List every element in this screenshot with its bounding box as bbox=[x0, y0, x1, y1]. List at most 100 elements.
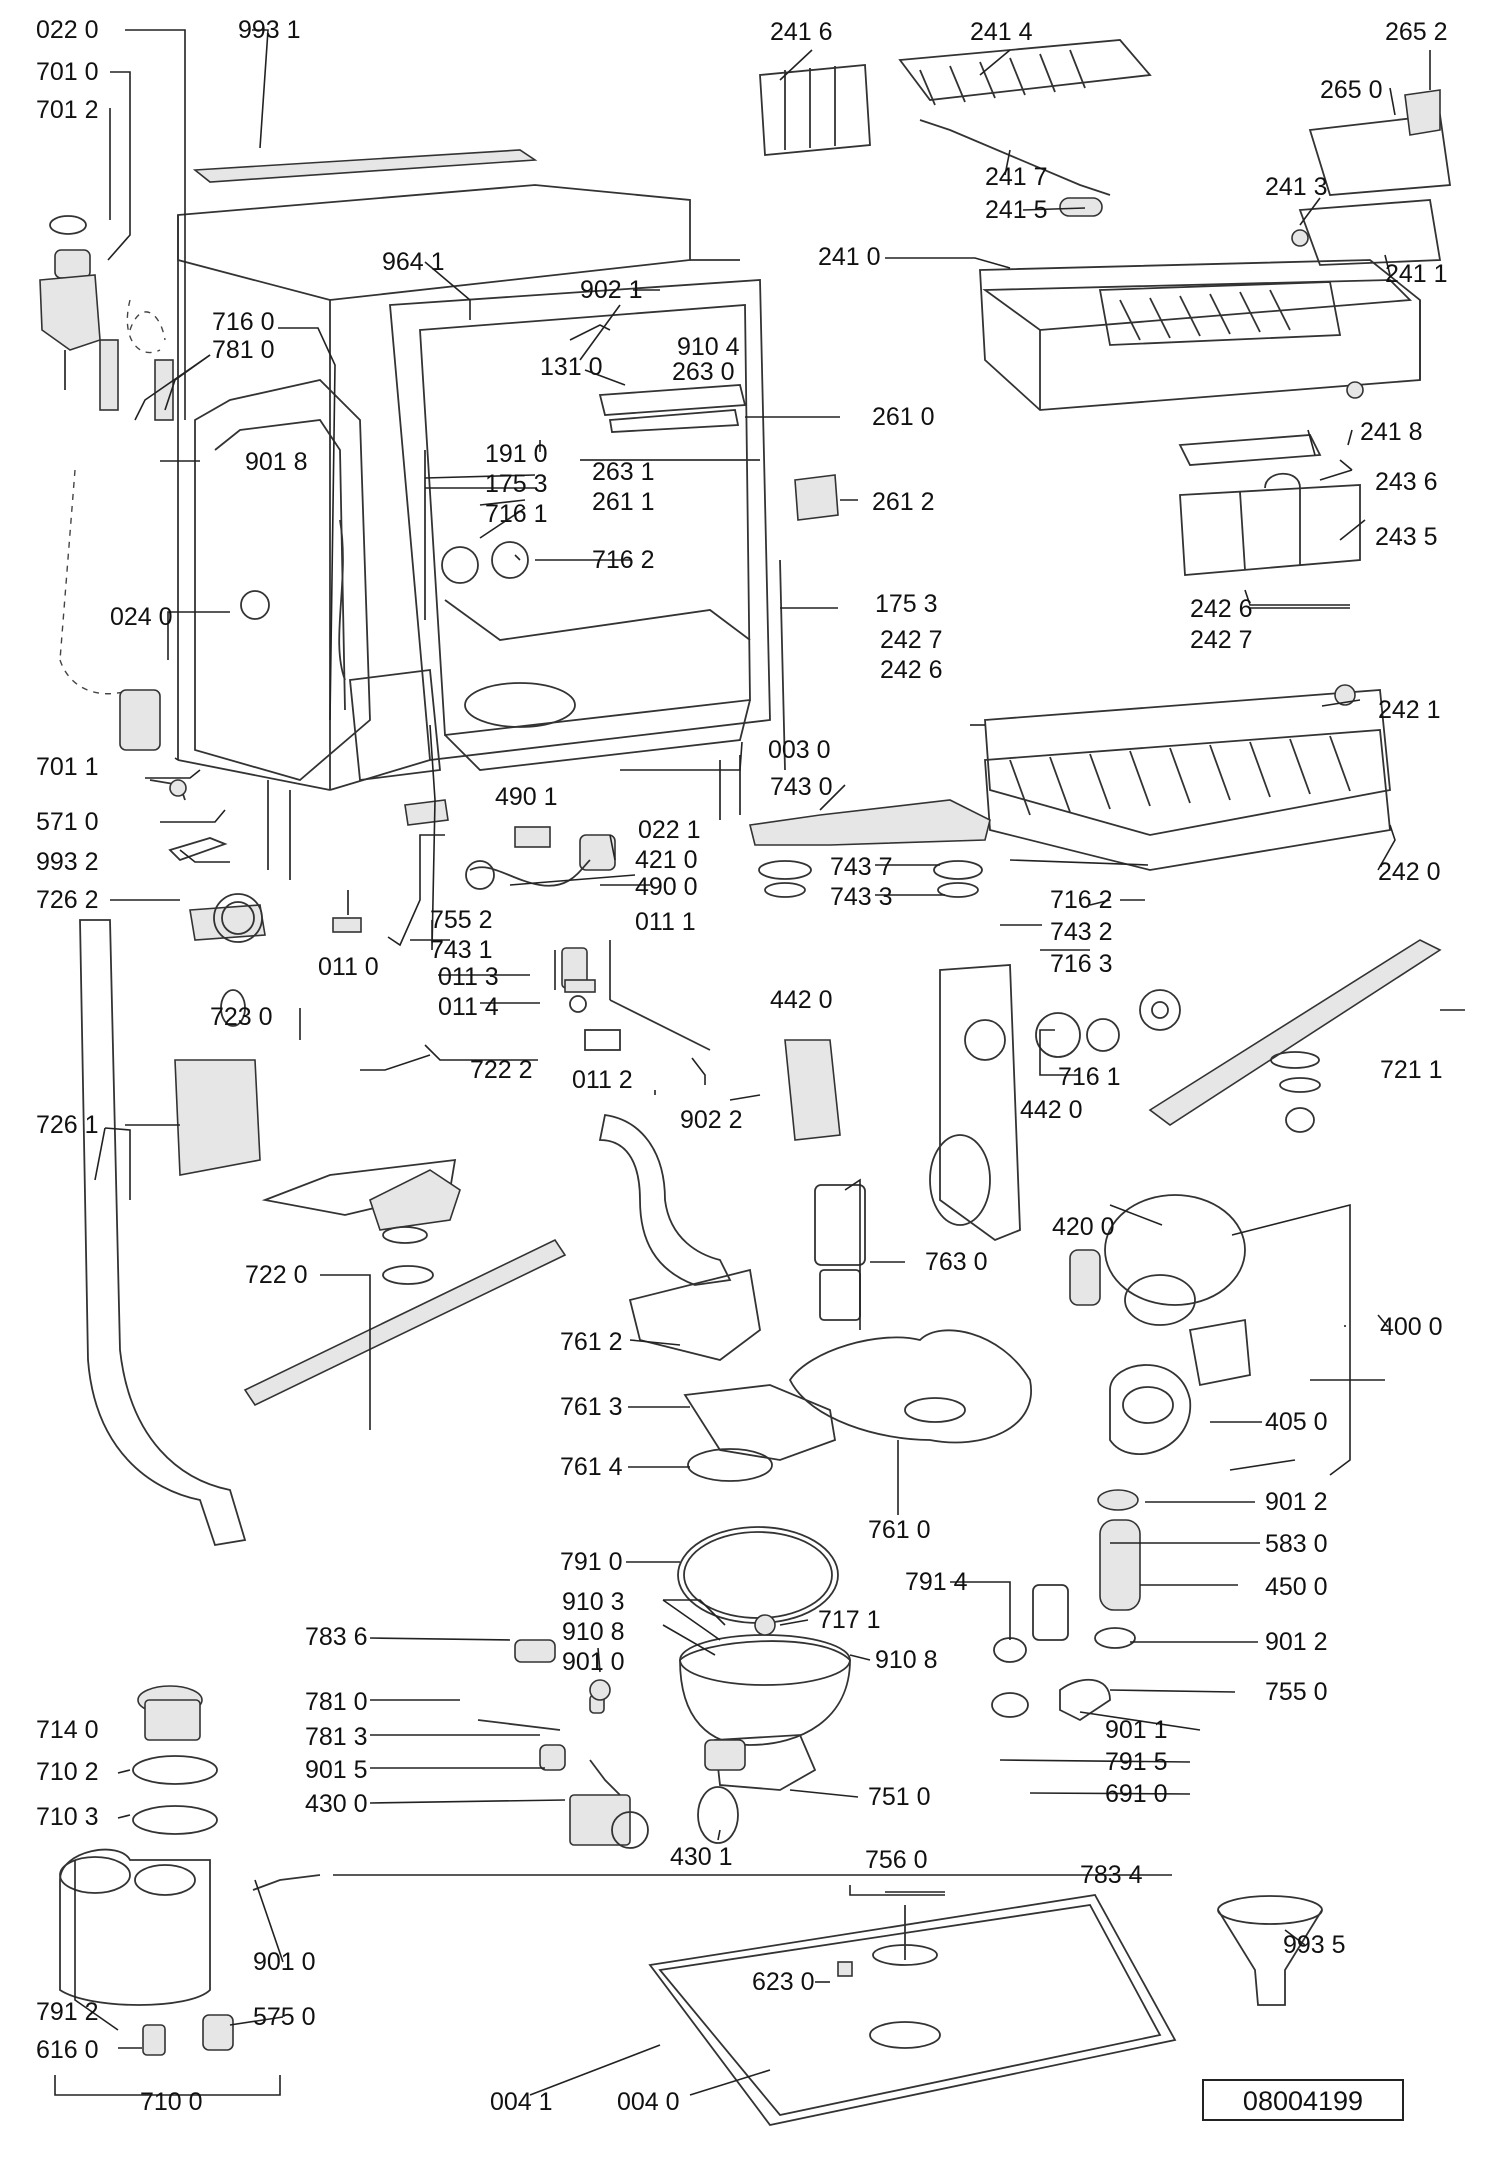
label-261-1: 261 1 bbox=[592, 488, 655, 516]
upper-spray-arm bbox=[749, 799, 1021, 1242]
label-241-7: 241 7 bbox=[985, 163, 1048, 191]
label-901-1: 901 1 bbox=[1105, 1716, 1168, 1744]
label-751-0: 751 0 bbox=[868, 1783, 931, 1811]
label-241-8: 241 8 bbox=[1360, 418, 1423, 446]
top-cover-strip bbox=[192, 149, 538, 183]
label-420-0: 420 0 bbox=[1052, 1213, 1115, 1241]
label-716-2-b: 716 2 bbox=[1050, 886, 1113, 914]
label-265-2: 265 2 bbox=[1385, 18, 1448, 46]
label-714-0: 714 0 bbox=[36, 1716, 99, 1744]
callout-labels: 022 0 993 1 241 6 241 4 265 2 701 0 701 … bbox=[36, 16, 1448, 2116]
label-755-0: 755 0 bbox=[1265, 1678, 1328, 1706]
label-261-0: 261 0 bbox=[872, 403, 935, 431]
label-400-0: 400 0 bbox=[1380, 1313, 1443, 1341]
dispenser-assembly bbox=[39, 215, 186, 801]
label-011-1: 011 1 bbox=[635, 908, 696, 936]
label-265-0: 265 0 bbox=[1320, 76, 1383, 104]
label-004-0: 004 0 bbox=[617, 2088, 680, 2116]
label-242-6-a: 242 6 bbox=[1190, 595, 1253, 623]
label-242-1: 242 1 bbox=[1378, 696, 1441, 724]
label-024-0: 024 0 bbox=[110, 603, 173, 631]
tub-cabinet bbox=[177, 184, 839, 880]
label-701-1: 701 1 bbox=[36, 753, 99, 781]
upper-basket bbox=[979, 259, 1421, 411]
circulation-pipes bbox=[598, 1113, 761, 1361]
lower-spray-arm bbox=[1035, 939, 1442, 1133]
label-901-5: 901 5 bbox=[305, 1756, 368, 1784]
label-743-3: 743 3 bbox=[830, 883, 893, 911]
label-175-3-a: 175 3 bbox=[485, 470, 548, 498]
label-756-0: 756 0 bbox=[865, 1846, 928, 1874]
label-791-0: 791 0 bbox=[560, 1548, 623, 1576]
label-902-2: 902 2 bbox=[680, 1106, 743, 1134]
label-691-0: 691 0 bbox=[1105, 1780, 1168, 1808]
label-011-3: 011 3 bbox=[438, 963, 499, 991]
label-011-0: 011 0 bbox=[318, 953, 379, 981]
feed-connectors bbox=[477, 1639, 611, 1731]
label-710-0: 710 0 bbox=[140, 2088, 203, 2116]
label-430-1: 430 1 bbox=[670, 1843, 733, 1871]
label-901-2-b: 901 2 bbox=[1265, 1628, 1328, 1656]
label-022-1: 022 1 bbox=[638, 816, 701, 844]
label-726-1: 726 1 bbox=[36, 1111, 99, 1139]
label-993-1: 993 1 bbox=[238, 16, 301, 44]
label-902-1: 902 1 bbox=[580, 276, 643, 304]
label-910-8-a: 910 8 bbox=[562, 1618, 625, 1646]
label-761-0: 761 0 bbox=[868, 1516, 931, 1544]
label-243-5: 243 5 bbox=[1375, 523, 1438, 551]
label-261-2: 261 2 bbox=[872, 488, 935, 516]
label-716-2-a: 716 2 bbox=[592, 546, 655, 574]
label-710-2: 710 2 bbox=[36, 1758, 99, 1786]
label-761-3: 761 3 bbox=[560, 1393, 623, 1421]
label-743-0: 743 0 bbox=[770, 773, 833, 801]
label-901-0-a: 901 0 bbox=[562, 1648, 625, 1676]
label-011-2: 011 2 bbox=[572, 1066, 633, 1094]
label-726-2: 726 2 bbox=[36, 886, 99, 914]
label-623-0: 623 0 bbox=[752, 1968, 815, 1996]
label-755-2: 755 2 bbox=[430, 906, 493, 934]
label-743-2: 743 2 bbox=[1050, 918, 1113, 946]
label-241-0: 241 0 bbox=[818, 243, 881, 271]
label-723-0: 723 0 bbox=[210, 1003, 273, 1031]
label-783-4: 783 4 bbox=[1080, 1861, 1143, 1889]
label-901-8: 901 8 bbox=[245, 448, 308, 476]
label-022-0: 022 0 bbox=[36, 16, 99, 44]
label-263-1: 263 1 bbox=[592, 458, 655, 486]
label-011-4: 011 4 bbox=[438, 993, 499, 1021]
label-910-3: 910 3 bbox=[562, 1588, 625, 1616]
basket-rail-pieces bbox=[1291, 89, 1452, 399]
label-910-4: 910 4 bbox=[677, 333, 740, 361]
label-716-0: 716 0 bbox=[212, 308, 275, 336]
label-781-0-b: 781 0 bbox=[305, 1688, 368, 1716]
label-791-4: 791 4 bbox=[905, 1568, 968, 1596]
base-plate bbox=[648, 1894, 1177, 2126]
drawing-number: 08004199 bbox=[1243, 2086, 1363, 2116]
drawing-number-box: 08004199 bbox=[1202, 2079, 1404, 2121]
label-722-2: 722 2 bbox=[470, 1056, 533, 1084]
label-763-0: 763 0 bbox=[925, 1248, 988, 1276]
label-701-2: 701 2 bbox=[36, 96, 99, 124]
label-993-5: 993 5 bbox=[1283, 1931, 1346, 1959]
label-241-5: 241 5 bbox=[985, 196, 1048, 224]
label-716-3: 716 3 bbox=[1050, 950, 1113, 978]
label-583-0: 583 0 bbox=[1265, 1530, 1328, 1558]
leader-lines bbox=[54, 29, 1465, 2096]
label-743-1: 743 1 bbox=[430, 936, 493, 964]
label-993-2: 993 2 bbox=[36, 848, 99, 876]
label-242-7-b: 242 7 bbox=[1190, 626, 1253, 654]
label-791-5: 791 5 bbox=[1105, 1748, 1168, 1776]
label-442-0-b: 442 0 bbox=[1020, 1096, 1083, 1124]
drain-pump bbox=[539, 1694, 649, 1849]
filter-assembly bbox=[683, 1184, 1032, 1482]
label-761-2: 761 2 bbox=[560, 1328, 623, 1356]
circulation-pump bbox=[1069, 1194, 1251, 1511]
label-241-1: 241 1 bbox=[1385, 260, 1448, 288]
label-263-0: 263 0 bbox=[672, 358, 735, 386]
label-575-0: 575 0 bbox=[253, 2003, 316, 2031]
label-490-1: 490 1 bbox=[495, 783, 558, 811]
label-242-0: 242 0 bbox=[1378, 858, 1441, 886]
label-571-0: 571 0 bbox=[36, 808, 99, 836]
label-781-0-top: 781 0 bbox=[212, 336, 275, 364]
label-964-1: 964 1 bbox=[382, 248, 445, 276]
label-405-0: 405 0 bbox=[1265, 1408, 1328, 1436]
